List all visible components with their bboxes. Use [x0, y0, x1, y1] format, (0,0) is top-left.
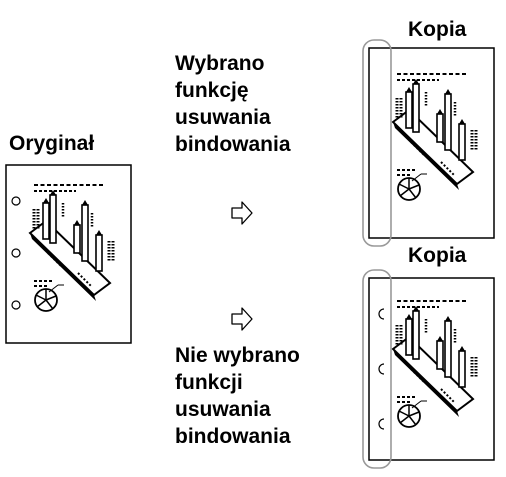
- not-selected-caption-line: Nie wybrano: [175, 344, 300, 367]
- selected-caption: Wybrano funkcję usuwania bindowania: [175, 50, 291, 158]
- punch-hole-icon: [11, 300, 21, 310]
- original-page: [5, 164, 132, 344]
- binding-area-highlight: [362, 269, 392, 469]
- selected-caption-line: usuwania: [175, 106, 271, 129]
- arrow-right-icon: [231, 201, 253, 225]
- arrow-right-icon: [231, 307, 253, 331]
- punch-hole-icon: [378, 363, 385, 375]
- not-selected-caption-line: bindowania: [175, 425, 291, 448]
- copy-page-with-holes: [362, 269, 495, 469]
- copy-bottom-label: Kopia: [408, 244, 467, 267]
- punch-hole-icon: [11, 248, 21, 258]
- selected-caption-line: bindowania: [175, 133, 291, 156]
- punch-hole-icon: [378, 308, 385, 320]
- binding-area-highlight: [362, 39, 392, 247]
- copy-page-erased: [362, 39, 495, 247]
- not-selected-caption-line: funkcji: [175, 371, 243, 394]
- punch-hole-icon: [11, 196, 21, 206]
- not-selected-caption: Nie wybrano funkcji usuwania bindowania: [175, 342, 300, 450]
- copy-top-label: Kopia: [408, 18, 467, 41]
- selected-caption-line: Wybrano: [175, 52, 265, 75]
- punch-hole-icon: [378, 418, 385, 430]
- selected-caption-line: funkcję: [175, 79, 249, 102]
- not-selected-caption-line: usuwania: [175, 398, 271, 421]
- original-label: Oryginał: [9, 132, 95, 155]
